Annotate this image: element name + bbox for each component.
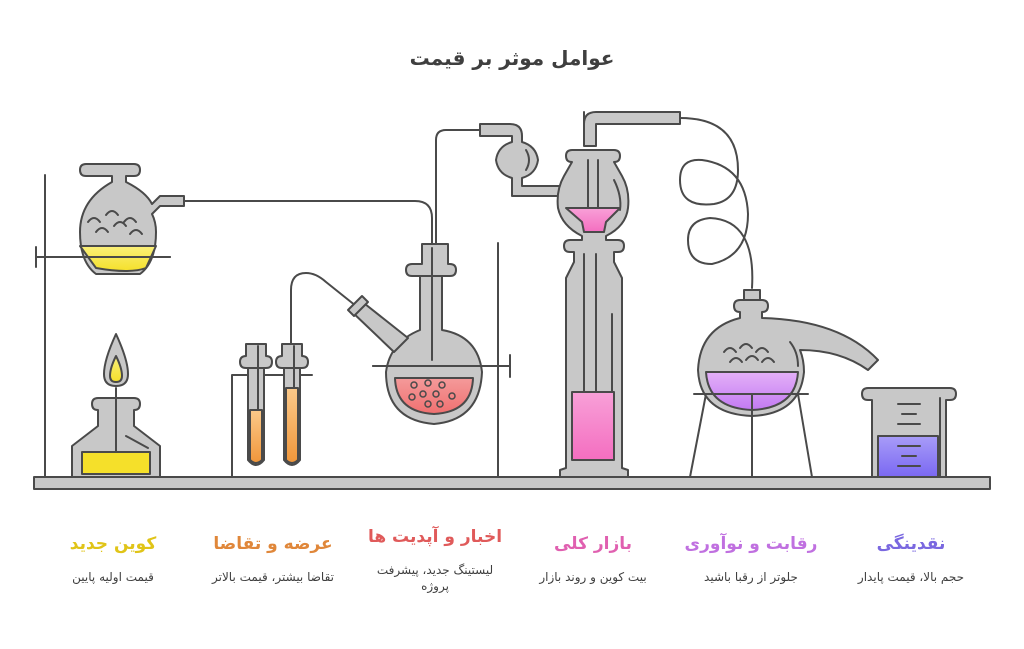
factor-description: حجم بالا، قیمت پایدار — [857, 570, 965, 584]
yellow-flask — [35, 163, 433, 275]
pink-column — [556, 111, 681, 478]
page-title: عوامل موثر بر قیمت — [409, 46, 615, 70]
factor-description: قیمت اولیه پایین — [72, 570, 154, 584]
factor-news-updates: اخبار و آپدیت ها لیستینگ جدید، پیشرفت پر… — [350, 526, 520, 594]
factor-title: اخبار و آپدیت ها — [367, 527, 503, 547]
factor-liquidity: نقدینگی حجم بالا، قیمت پایدار — [826, 533, 996, 585]
factor-title: رقابت و نوآوری — [684, 534, 818, 554]
factor-description: تقاضا بیشتر، قیمت بالاتر — [211, 570, 334, 584]
factor-title: نقدینگی — [876, 534, 946, 554]
purple-retort — [689, 289, 879, 478]
test-tubes — [231, 272, 357, 478]
factor-new-coin: کوین جدید قیمت اولیه پایین — [28, 533, 198, 585]
factor-title: عرضه و تقاضا — [213, 534, 333, 554]
coil-tube — [679, 117, 754, 289]
test-tube-2 — [275, 343, 309, 466]
factor-supply-demand: عرضه و تقاضا تقاضا بیشتر، قیمت بالاتر — [188, 533, 358, 585]
factor-overall-market: بازار کلی بیت کوین و روند بازار — [508, 533, 678, 585]
bulb-connector — [479, 123, 563, 197]
red-round-flask — [347, 129, 511, 478]
factor-competition-innovation: رقابت و نوآوری جلوتر از رقبا باشید — [666, 533, 836, 585]
burner — [71, 333, 161, 478]
lab-bench — [33, 476, 991, 490]
factor-description: لیستینگ جدید، پیشرفت پروژه — [376, 563, 494, 593]
factor-description: جلوتر از رقبا باشید — [704, 570, 798, 584]
test-tube-1 — [239, 343, 273, 466]
blue-beaker — [861, 387, 957, 478]
factor-title: بازار کلی — [553, 534, 633, 554]
factor-title: کوین جدید — [69, 534, 157, 554]
factor-description: بیت کوین و روند بازار — [539, 570, 647, 584]
